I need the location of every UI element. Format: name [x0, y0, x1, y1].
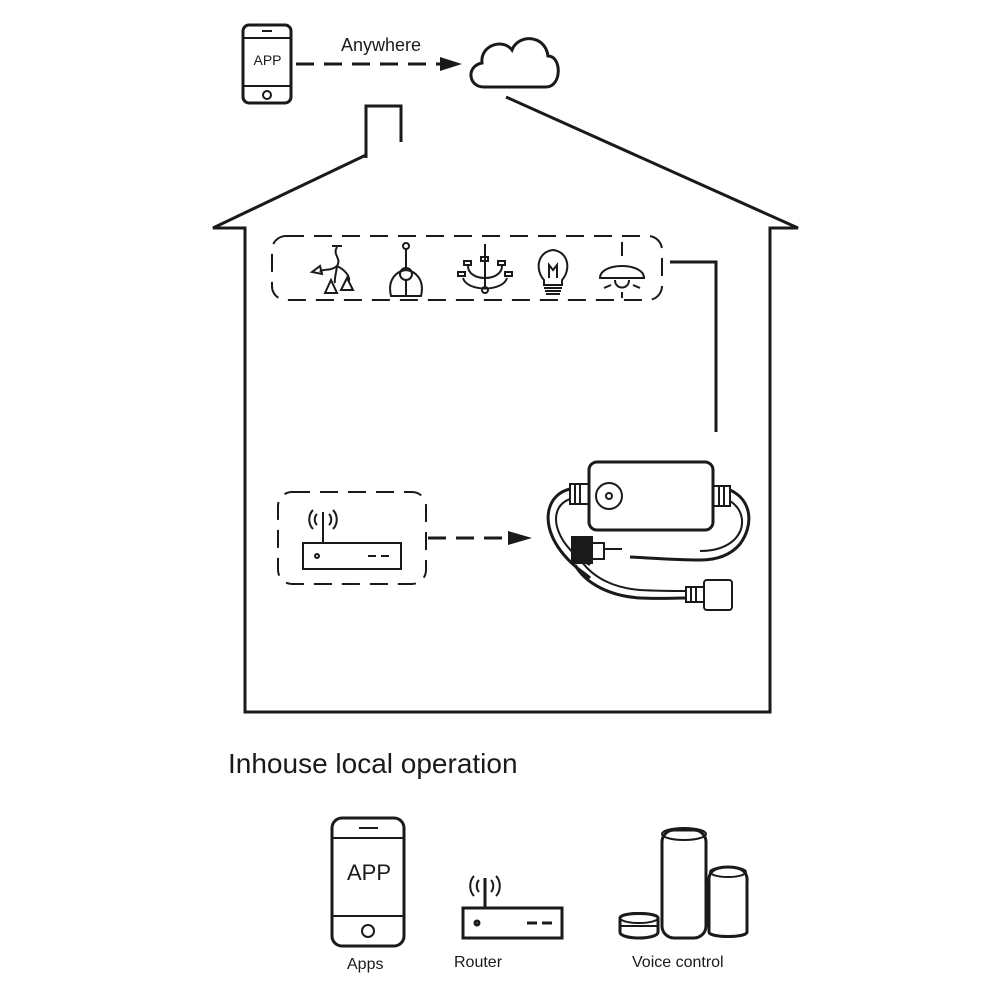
wifi-router-icon [302, 509, 402, 570]
phone-screen-label: APP [253, 52, 282, 68]
router-caption: Router [454, 954, 503, 971]
anywhere-label: Anywhere [341, 35, 422, 55]
ceiling-lamp-icon [598, 242, 646, 298]
house-outline [212, 95, 799, 714]
router-group-box [277, 491, 427, 585]
smartphone-icon [241, 23, 293, 105]
pendant-lamp-icon [389, 242, 423, 297]
chandelier-icon [309, 245, 355, 294]
app-screen-label: APP [346, 860, 392, 885]
lights-group-box [271, 235, 663, 301]
light-bulb-icon [537, 248, 569, 295]
smart-speaker-icon [618, 827, 749, 940]
cloud-icon [469, 37, 560, 89]
voice-control-caption: Voice control [632, 954, 724, 971]
anywhere-arrow [296, 57, 462, 71]
router-signal-arrow [428, 531, 532, 545]
candelabra-icon [457, 244, 513, 294]
smartphone-app-icon [330, 816, 406, 948]
page-title: Inhouse local operation [228, 748, 518, 779]
router-device-icon [461, 875, 564, 940]
apps-caption: Apps [347, 956, 384, 973]
light-wire [670, 260, 718, 432]
smart-controller-icon [546, 460, 751, 611]
